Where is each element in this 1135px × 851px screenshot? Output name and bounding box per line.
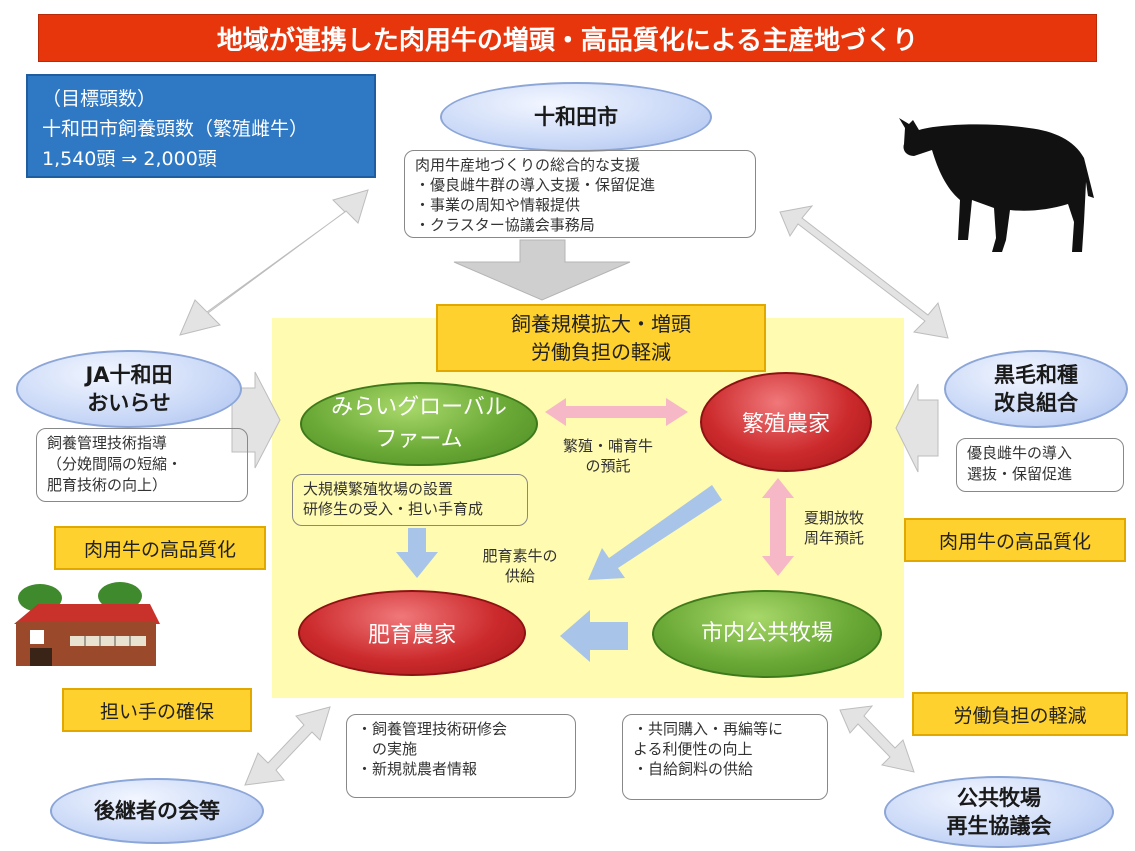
- mirai-global-farm-oval: みらいグローバル ファーム: [300, 382, 538, 466]
- target-line-1: （目標頭数）: [42, 88, 157, 110]
- kuroge-name-line-1: 黒毛和種: [994, 363, 1078, 387]
- city-support-line: 肉用牛産地づくりの総合的な支援: [415, 156, 641, 174]
- target-line-3: 1,540頭 ⇒ 2,000頭: [42, 148, 217, 170]
- mirai-name-line-2: ファーム: [375, 427, 463, 452]
- mirai-support-line: 研修生の受入・担い手育成: [303, 500, 484, 518]
- mirai-support-line: 大規模繁殖牧場の設置: [303, 480, 454, 498]
- arrow-blue-left: [560, 610, 628, 662]
- page-title: 地域が連携した肉用牛の増頭・高品質化による主産地づくり: [38, 14, 1097, 62]
- arrow-blue-diagonal: [588, 485, 722, 580]
- fattening-farmer-name: 肥育農家: [367, 623, 456, 648]
- kuroge-support-box: 優良雌牛の導入 選抜・保留促進: [956, 438, 1124, 492]
- grazing-flow-label: 夏期放牧 周年預託: [804, 508, 864, 548]
- successor-name: 後継者の会等: [94, 799, 220, 823]
- center-banner-line-2: 労働負担の軽減: [531, 340, 671, 364]
- ja-name-line-1: JA十和田: [85, 363, 173, 387]
- kuroge-support-line: 選抜・保留促進: [967, 465, 1073, 483]
- arrow-city-kuroge: [779, 205, 949, 339]
- ja-name-line-2: おいらせ: [87, 391, 171, 415]
- council-support-line: よる利便性の向上: [633, 740, 753, 758]
- supply-line-1: 肥育素牛の: [482, 547, 558, 565]
- city-name: 十和田市: [534, 105, 618, 129]
- ja-oval: JA十和田 おいらせ: [16, 350, 242, 428]
- entrust-flow-label: 繁殖・哺育牛 の預託: [552, 436, 664, 476]
- council-name-line-2: 再生協議会: [946, 814, 1052, 838]
- council-support-box: ・共同購入・再編等に よる利便性の向上 ・自給飼料の供給: [622, 714, 828, 800]
- successor-label: 担い手の確保: [62, 688, 252, 732]
- successor-support-line: ・飼養管理技術研修会: [357, 720, 508, 738]
- target-headcount-box: （目標頭数） 十和田市飼養頭数（繁殖雌牛） 1,540頭 ⇒ 2,000頭: [26, 74, 376, 178]
- city-support-line: ・事業の周知や情報提供: [415, 196, 581, 214]
- kuroge-name-line-2: 改良組合: [994, 391, 1078, 415]
- public-ranch-oval: 市内公共牧場: [652, 590, 882, 678]
- ja-support-line: 飼養管理技術指導: [47, 434, 168, 452]
- breeding-farmer-name: 繁殖農家: [741, 412, 830, 437]
- successor-oval: 後継者の会等: [50, 778, 264, 844]
- ja-support-line: 肥育技術の向上）: [47, 476, 168, 494]
- ja-quality-label: 肉用牛の高品質化: [54, 526, 266, 570]
- city-support-line: ・クラスター協議会事務局: [415, 216, 595, 234]
- mirai-name-line-1: みらいグローバル: [331, 395, 507, 420]
- successor-support-line: の実施: [357, 740, 418, 758]
- arrow-city-down: [453, 239, 631, 301]
- council-support-line: ・共同購入・再編等に: [633, 720, 784, 738]
- mirai-support-box: 大規模繁殖牧場の設置 研修生の受入・担い手育成: [292, 474, 528, 526]
- supply-flow-label: 肥育素牛の 供給: [468, 546, 572, 586]
- entrust-line-2: の預託: [585, 457, 631, 475]
- arrow-pink-horizontal: [545, 398, 688, 426]
- barn-icon: [14, 582, 160, 666]
- fattening-farmer-oval: 肥育農家: [298, 590, 526, 676]
- arrow-ja-right: [231, 371, 281, 469]
- target-line-2: 十和田市飼養頭数（繁殖雌牛）: [42, 118, 309, 140]
- kuroge-quality-label: 肉用牛の高品質化: [904, 518, 1126, 562]
- public-council-oval: 公共牧場 再生協議会: [884, 776, 1114, 848]
- supply-line-2: 供給: [504, 567, 535, 585]
- arrow-blue-down: [396, 528, 438, 578]
- center-banner-line-1: 飼養規模拡大・増頭: [511, 312, 691, 336]
- council-name-line-1: 公共牧場: [957, 786, 1041, 810]
- arrow-pink-vertical: [762, 478, 794, 576]
- entrust-line-1: 繁殖・哺育牛: [562, 437, 653, 455]
- breeding-farmer-oval: 繁殖農家: [700, 372, 872, 472]
- city-support-box: 肉用牛産地づくりの総合的な支援 ・優良雌牛群の導入支援・保留促進 ・事業の周知や…: [404, 150, 756, 238]
- city-support-line: ・優良雌牛群の導入支援・保留促進: [415, 176, 656, 194]
- arrow-city-ja: [179, 189, 369, 336]
- arrow-successor: [244, 706, 331, 786]
- public-ranch-name: 市内公共牧場: [700, 621, 833, 646]
- ja-support-line: （分娩間隔の短縮・: [47, 455, 183, 473]
- grazing-line-1: 夏期放牧: [804, 509, 865, 527]
- kuroge-oval: 黒毛和種 改良組合: [944, 350, 1128, 428]
- kuroge-support-line: 優良雌牛の導入: [967, 444, 1073, 462]
- city-oval: 十和田市: [440, 82, 712, 152]
- center-banner: 飼養規模拡大・増頭 労働負担の軽減: [436, 304, 766, 372]
- council-label: 労働負担の軽減: [912, 692, 1128, 736]
- council-support-line: ・自給飼料の供給: [633, 760, 754, 778]
- arrow-kuroge-left: [895, 383, 939, 473]
- arrow-council: [839, 705, 915, 773]
- successor-support-line: ・新規就農者情報: [357, 760, 478, 778]
- cow-icon: [899, 118, 1094, 252]
- grazing-line-2: 周年預託: [804, 529, 865, 547]
- ja-support-box: 飼養管理技術指導 （分娩間隔の短縮・ 肥育技術の向上）: [36, 428, 248, 502]
- successor-support-box: ・飼養管理技術研修会 の実施 ・新規就農者情報: [346, 714, 576, 798]
